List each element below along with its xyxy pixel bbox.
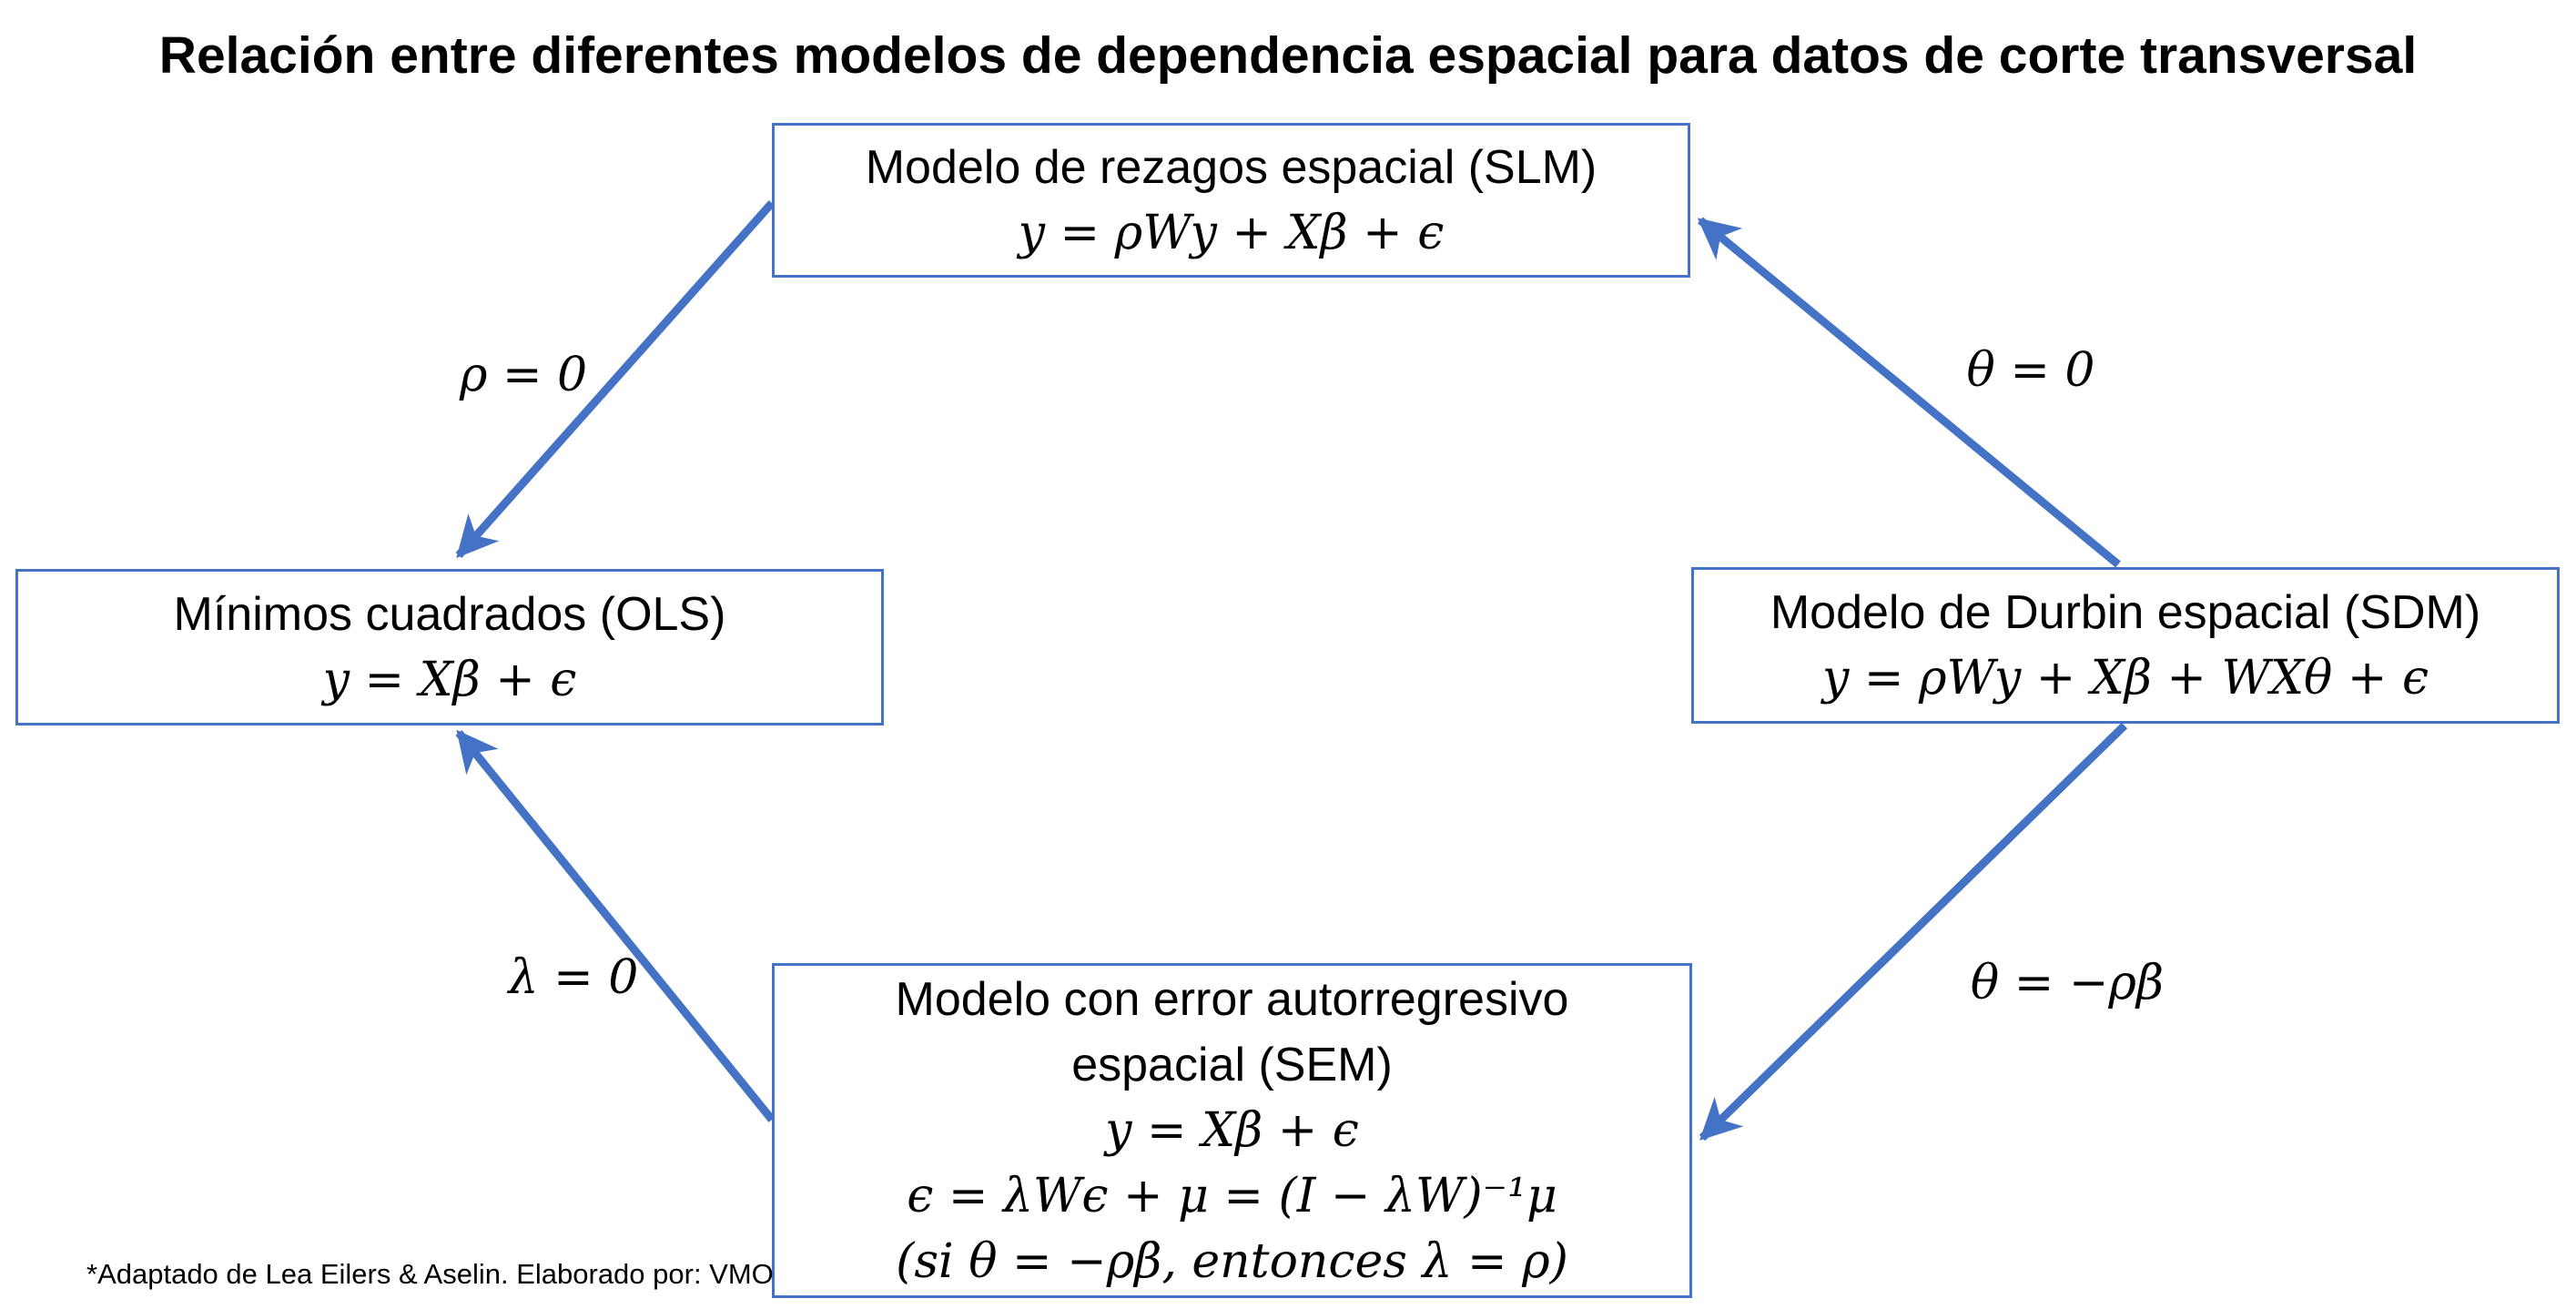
node-ols: Mínimos cuadrados (OLS) y = Xβ + ϵ — [15, 569, 884, 726]
node-sem: Modelo con error autorregresivo espacial… — [772, 963, 1692, 1298]
node-slm-title: Modelo de rezagos espacial (SLM) — [865, 141, 1597, 194]
node-sdm-formula: y = ρWy + Xβ + WXθ + ϵ — [1821, 651, 2429, 705]
node-sem-formula-2: ϵ = λWϵ + μ = (I − λW)⁻¹μ — [907, 1169, 1557, 1223]
arrow-sdm-to-slm — [1697, 217, 2121, 568]
footnote: *Adaptado de Lea Eilers & Aselin. Elabor… — [86, 1258, 774, 1290]
edge-label-rho-0: ρ = 0 — [459, 348, 588, 402]
arrow-slm-to-ols — [455, 200, 776, 559]
node-slm: Modelo de rezagos espacial (SLM) y = ρWy… — [772, 123, 1690, 278]
edge-label-theta-0: θ = 0 — [1966, 343, 2095, 398]
node-sem-formula-1: y = Xβ + ϵ — [1105, 1103, 1359, 1158]
node-sem-formula-3: (si θ = −ρβ, entonces λ = ρ) — [896, 1234, 1568, 1289]
node-ols-title: Mínimos cuadrados (OLS) — [173, 588, 726, 641]
edge-label-lambda-0: λ = 0 — [508, 950, 639, 1005]
diagram-title: Relación entre diferentes modelos de dep… — [158, 26, 2418, 85]
edge-label-theta-minus-rho-beta: θ = −ρβ — [1970, 956, 2165, 1010]
arrow-sem-to-ols — [455, 729, 776, 1122]
node-sdm-title: Modelo de Durbin espacial (SDM) — [1770, 586, 2481, 639]
node-sdm: Modelo de Durbin espacial (SDM) y = ρWy … — [1691, 567, 2560, 724]
node-slm-formula: y = ρWy + Xβ + ϵ — [1018, 206, 1445, 260]
node-sem-title: Modelo con error autorregresivo espacial… — [895, 973, 1569, 1091]
arrow-sdm-to-sem — [1699, 722, 2128, 1142]
node-ols-formula: y = Xβ + ϵ — [322, 653, 577, 707]
